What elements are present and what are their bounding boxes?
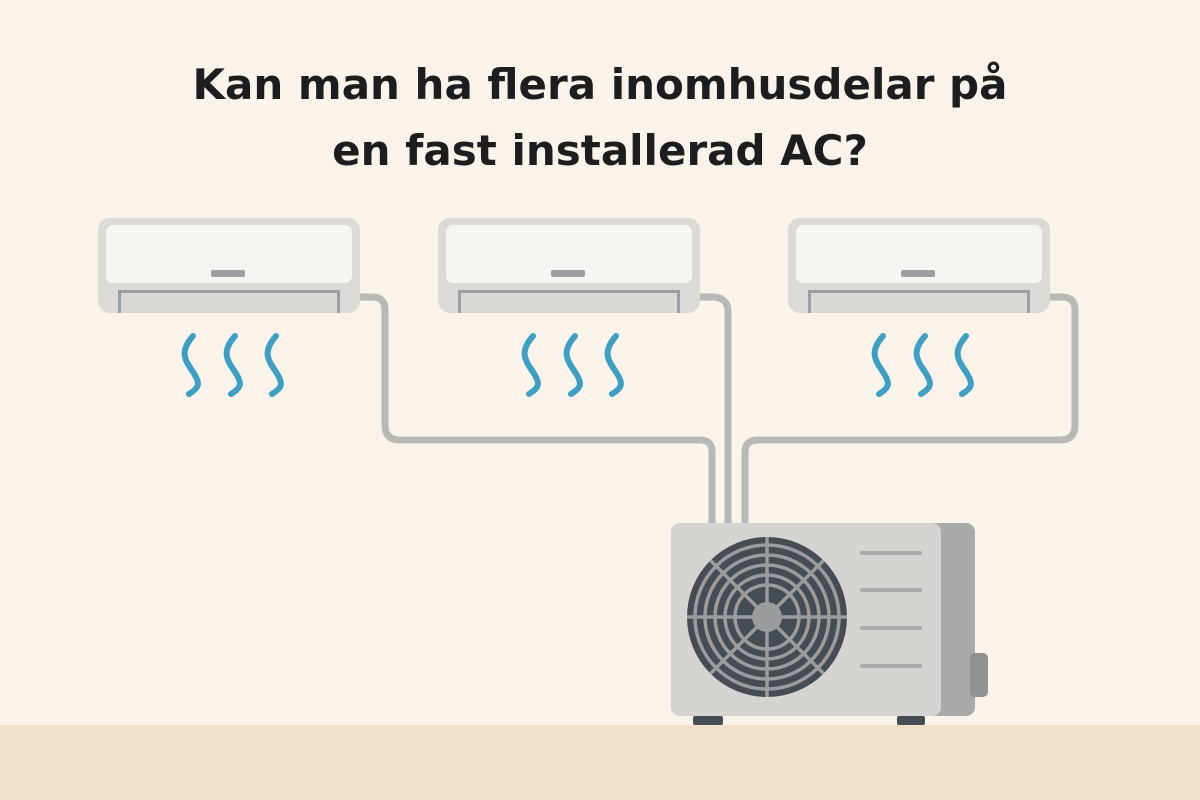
indicator-light <box>901 270 935 277</box>
airflow-wave-icon <box>181 333 201 397</box>
fan-hub <box>752 602 782 632</box>
airflow-wave-icon <box>563 333 583 397</box>
page-title: Kan man ha flera inomhusdelar på en fast… <box>0 52 1200 184</box>
indoor-unit-vent-inner <box>811 293 1027 313</box>
airflow-wave-icon <box>604 333 624 397</box>
indoor-unit-1 <box>98 218 360 397</box>
pipe-2 <box>698 293 732 525</box>
airflow-wave-icon <box>913 333 933 397</box>
indoor-unit-vent-inner <box>121 293 337 313</box>
airflow-wave-icon <box>954 333 974 397</box>
indoor-unit-2 <box>438 218 700 397</box>
title-line-1: Kan man ha flera inomhusdelar på <box>192 60 1008 109</box>
indicator-light <box>211 270 245 277</box>
vent-lines <box>860 551 922 668</box>
fan-grille <box>687 537 847 697</box>
airflow-wave-icon <box>521 333 541 397</box>
floor <box>0 725 1200 800</box>
airflow-wave-icon <box>264 333 284 397</box>
indoor-unit-vent-inner <box>461 293 677 313</box>
outdoor-unit-foot-left <box>693 716 723 725</box>
indoor-unit-3 <box>788 218 1050 397</box>
outdoor-unit <box>671 523 988 725</box>
airflow-wave-icon <box>223 333 243 397</box>
indoor-unit-panel <box>106 225 352 283</box>
pipe-3 <box>741 293 1079 525</box>
outdoor-unit-foot-right <box>897 716 925 725</box>
title-line-2: en fast installerad AC? <box>332 126 868 175</box>
indoor-unit-panel <box>796 225 1042 283</box>
indicator-light <box>551 270 585 277</box>
indoor-unit-panel <box>446 225 692 283</box>
pipe-1 <box>360 293 716 525</box>
refrigerant-pipes <box>360 293 1079 525</box>
outdoor-unit-knob <box>970 653 988 697</box>
airflow-wave-icon <box>871 333 891 397</box>
